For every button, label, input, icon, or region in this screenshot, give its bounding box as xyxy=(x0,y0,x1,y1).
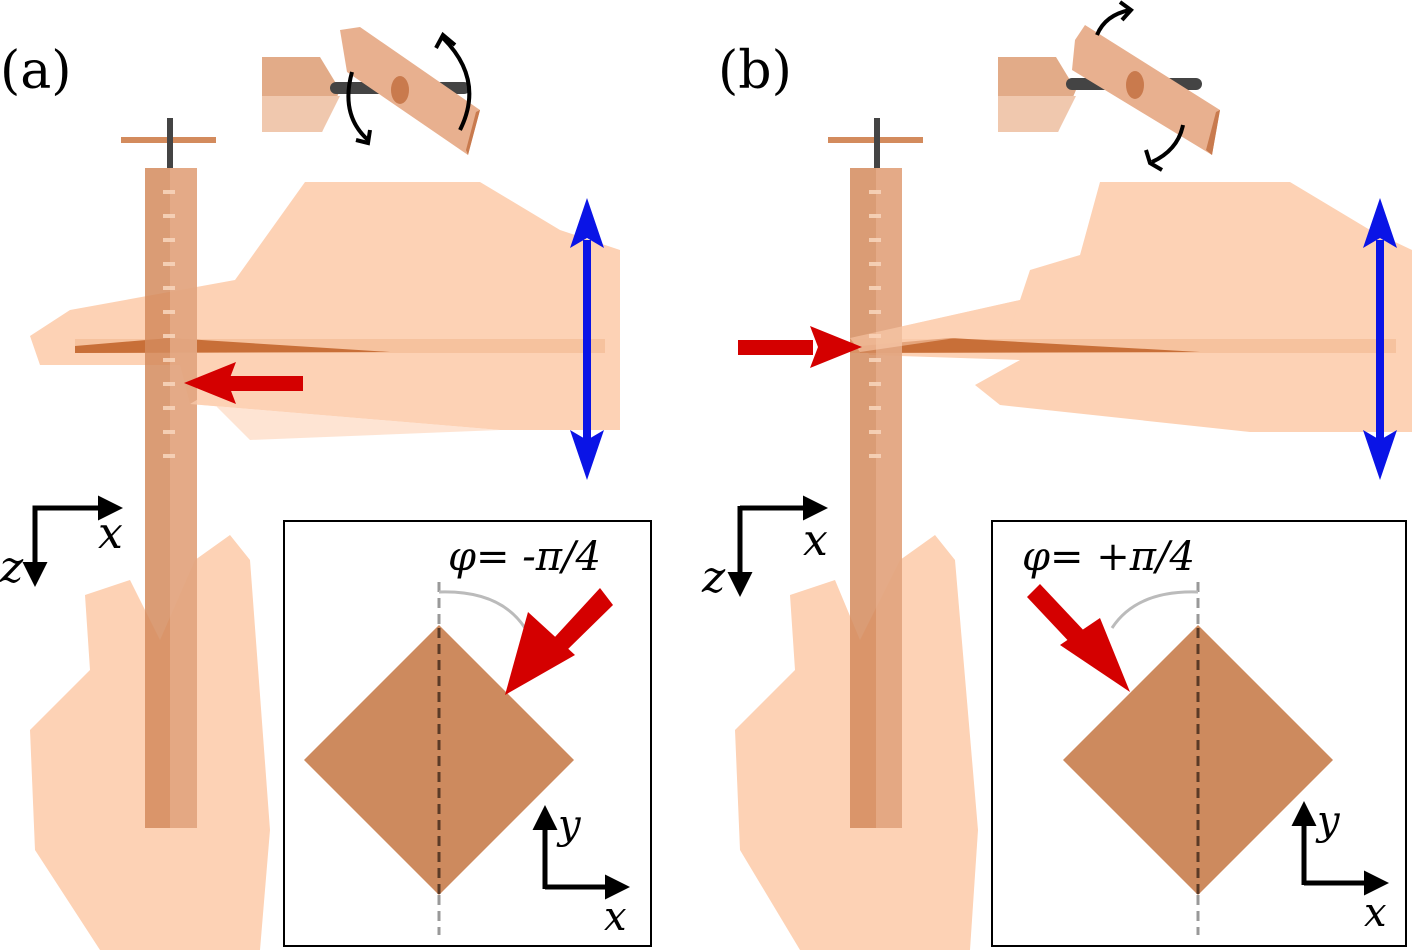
inset-impact-arrow-icon xyxy=(1027,584,1130,692)
axis-z-label: z xyxy=(0,542,24,593)
measuring-stick xyxy=(121,118,216,828)
impact-arrow-icon xyxy=(184,362,303,404)
inset-impact-arrow-icon xyxy=(505,588,613,695)
impact-arrow-icon xyxy=(738,326,862,368)
dart-icon xyxy=(262,27,480,155)
axis-x-label: x xyxy=(803,515,828,566)
thumb xyxy=(190,395,500,440)
inset-axis-y-label: y xyxy=(1315,798,1341,844)
axis-z-label: z xyxy=(701,552,726,603)
inset-a: φ= -π/4 y x xyxy=(283,520,652,947)
panel-a-label: (a) xyxy=(0,41,72,101)
rotation-arrow-icon xyxy=(1095,0,1185,172)
inset-axis-x-label: x xyxy=(1364,890,1387,936)
axes-xz: x z xyxy=(0,495,123,593)
axes-xy: y x xyxy=(532,802,630,940)
phi-label: φ= +π/4 xyxy=(1022,534,1195,580)
motion-arrow-icon xyxy=(570,198,604,480)
axes-xy: y x xyxy=(1291,798,1389,936)
panel-b-label: (b) xyxy=(718,41,792,101)
inset-axis-x-label: x xyxy=(604,894,627,940)
index-finger xyxy=(850,300,1020,352)
measuring-stick xyxy=(828,118,923,828)
phi-label: φ= -π/4 xyxy=(448,534,601,580)
panel-b: (b) xyxy=(701,0,1412,950)
axis-x-label: x xyxy=(98,508,123,559)
panel-a: (a) xyxy=(0,27,652,950)
dart-icon xyxy=(998,25,1220,155)
inset-b: φ= +π/4 y x xyxy=(991,520,1407,947)
rotation-arrow-icon xyxy=(346,31,472,146)
motion-arrow-icon xyxy=(1363,198,1397,480)
axes-xz: x z xyxy=(701,495,828,603)
inset-axis-y-label: y xyxy=(556,802,582,848)
card-side-view xyxy=(850,338,1396,353)
